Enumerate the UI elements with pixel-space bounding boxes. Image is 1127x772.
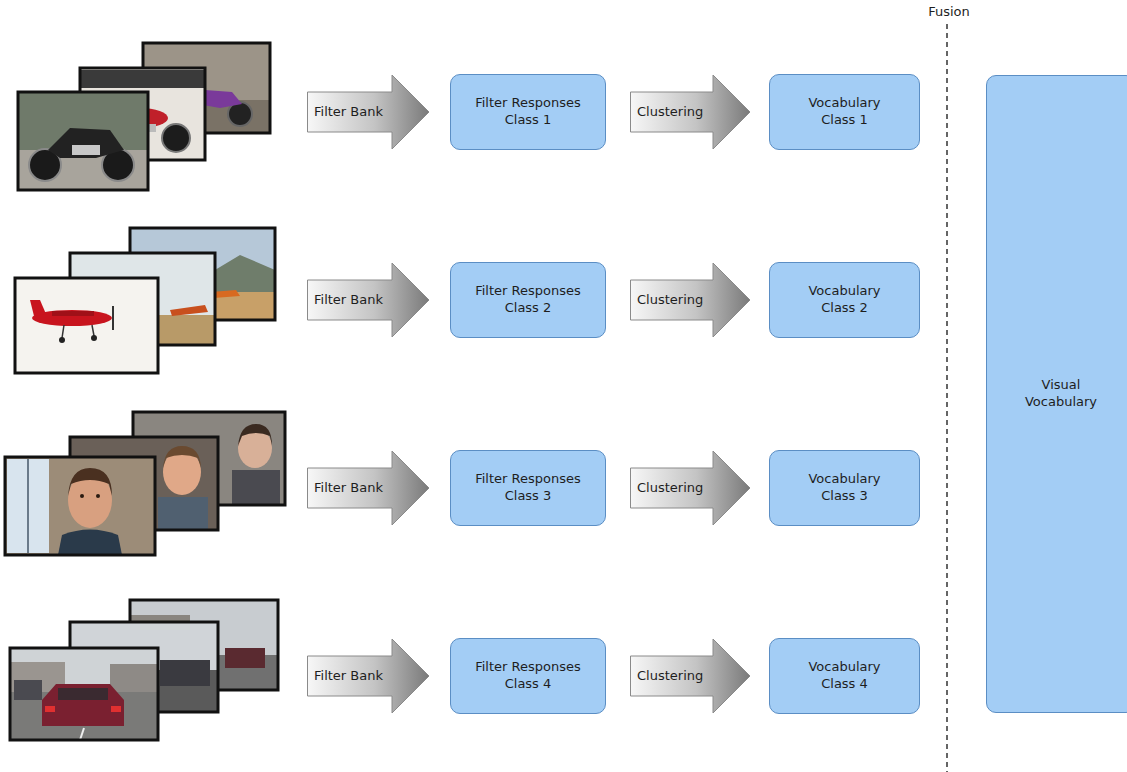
wheel bbox=[91, 335, 97, 341]
arrow-outline bbox=[631, 263, 751, 337]
photo-stack bbox=[18, 43, 270, 190]
car bbox=[160, 660, 210, 686]
tail-light bbox=[45, 706, 55, 712]
node-text: Filter Bank bbox=[314, 480, 383, 497]
process-arrow: Filter Bank bbox=[307, 638, 430, 714]
shirt bbox=[158, 497, 208, 530]
landing-gear bbox=[62, 325, 64, 338]
process-box: Filter Responses Class 1 bbox=[450, 74, 606, 150]
photo bbox=[10, 648, 158, 740]
plane-wing bbox=[52, 311, 94, 316]
car bbox=[42, 684, 124, 726]
arrow-outline bbox=[631, 451, 751, 525]
wheel bbox=[162, 124, 190, 152]
eye bbox=[80, 494, 84, 498]
node-text: Clustering bbox=[637, 480, 703, 497]
node-text: Filter Responses Class 1 bbox=[460, 95, 596, 129]
arrow-outline bbox=[631, 639, 751, 713]
arrow-outline bbox=[631, 75, 751, 149]
process-arrow: Filter Bank bbox=[307, 262, 430, 338]
process-box: Filter Responses Class 4 bbox=[450, 638, 606, 714]
node-text: Filter Bank bbox=[314, 668, 383, 685]
process-box: Filter Responses Class 2 bbox=[450, 262, 606, 338]
photo-stack bbox=[15, 228, 275, 373]
plane-tail bbox=[30, 300, 46, 316]
photo-ground bbox=[10, 648, 158, 740]
shirt bbox=[232, 470, 280, 505]
process-arrow: Clustering bbox=[630, 450, 751, 526]
node-text: Filter Responses Class 3 bbox=[460, 471, 596, 505]
node-text: Visual Vocabulary bbox=[1008, 377, 1114, 411]
process-arrow: Filter Bank bbox=[307, 450, 430, 526]
eye bbox=[96, 494, 100, 498]
hair bbox=[68, 468, 112, 496]
shirt bbox=[58, 530, 122, 556]
car-window bbox=[58, 688, 108, 700]
photo-stack bbox=[10, 600, 278, 740]
node-text: Vocabulary Class 3 bbox=[792, 471, 898, 505]
wheel bbox=[59, 337, 65, 343]
node-text: Clustering bbox=[637, 292, 703, 309]
process-arrow: Clustering bbox=[630, 74, 751, 150]
plane bbox=[170, 305, 208, 316]
photo-ground bbox=[80, 70, 205, 88]
window-bar bbox=[27, 459, 29, 553]
node-text: Clustering bbox=[637, 104, 703, 121]
node-text: Clustering bbox=[637, 668, 703, 685]
photo-frame bbox=[15, 278, 158, 373]
vocabulary-panel: Visual Vocabulary bbox=[986, 75, 1127, 713]
node-text: Filter Responses Class 4 bbox=[460, 659, 596, 693]
photo bbox=[15, 278, 158, 373]
section-label: Fusion bbox=[917, 4, 981, 19]
building bbox=[110, 664, 158, 692]
propeller bbox=[112, 306, 114, 330]
arrow-outline bbox=[308, 75, 430, 149]
process-arrow: Filter Bank bbox=[307, 74, 430, 150]
car bbox=[14, 680, 42, 700]
process-box: Vocabulary Class 2 bbox=[769, 262, 920, 338]
fusion-divider bbox=[946, 24, 948, 772]
bike-body bbox=[48, 128, 124, 158]
arrow-outline bbox=[308, 451, 430, 525]
arrow-outline bbox=[308, 639, 430, 713]
process-arrow: Clustering bbox=[630, 262, 751, 338]
node-text: Filter Responses Class 2 bbox=[460, 283, 596, 317]
process-arrow: Clustering bbox=[630, 638, 751, 714]
photo bbox=[18, 92, 148, 190]
node-text: Filter Bank bbox=[314, 104, 383, 121]
road-marking bbox=[80, 728, 84, 740]
node-text: Filter Bank bbox=[314, 292, 383, 309]
process-box: Filter Responses Class 3 bbox=[450, 450, 606, 526]
arrow-outline bbox=[308, 263, 430, 337]
photo-stack bbox=[5, 412, 285, 555]
process-box: Vocabulary Class 4 bbox=[769, 638, 920, 714]
photo-frame bbox=[10, 648, 158, 740]
process-box: Vocabulary Class 3 bbox=[769, 450, 920, 526]
node-text: Vocabulary Class 2 bbox=[792, 283, 898, 317]
photo-frame bbox=[5, 457, 155, 555]
photo-frame bbox=[18, 92, 148, 190]
landing-gear bbox=[92, 325, 94, 336]
tail-light bbox=[111, 706, 121, 712]
window bbox=[7, 459, 49, 553]
photo-ground bbox=[5, 457, 155, 555]
node-text: Vocabulary Class 4 bbox=[792, 659, 898, 693]
car bbox=[225, 648, 265, 668]
hair bbox=[163, 446, 201, 468]
photo-ground bbox=[15, 278, 158, 373]
process-box: Vocabulary Class 1 bbox=[769, 74, 920, 150]
bike-engine bbox=[72, 145, 100, 155]
node-text: Vocabulary Class 1 bbox=[792, 95, 898, 129]
photo bbox=[5, 457, 155, 555]
hair bbox=[238, 424, 272, 446]
